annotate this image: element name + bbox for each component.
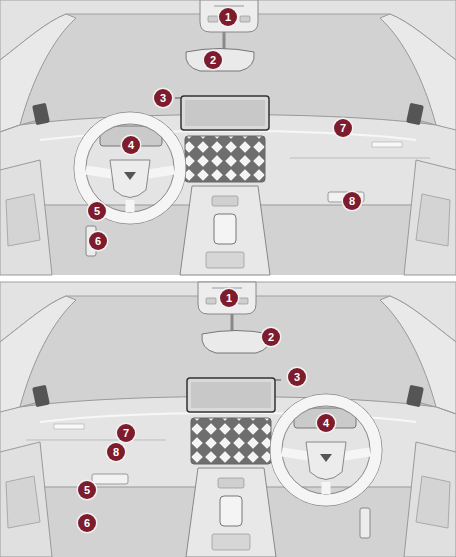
callout-text: 1 bbox=[226, 293, 232, 304]
callout-text: 8 bbox=[349, 196, 355, 207]
callout-number: 6 bbox=[78, 514, 96, 532]
callout-number: 4 bbox=[317, 414, 335, 432]
callout-number: 8 bbox=[343, 192, 361, 210]
callout-number: 7 bbox=[334, 119, 352, 137]
callout-number: 1 bbox=[219, 8, 237, 26]
callout-number: 2 bbox=[262, 328, 280, 346]
left-hand-drive-view bbox=[0, 0, 456, 275]
callout-number: 2 bbox=[204, 51, 222, 69]
callout-number: 3 bbox=[154, 89, 172, 107]
callout-number: 7 bbox=[117, 424, 135, 442]
callout-text: 7 bbox=[123, 428, 129, 439]
callout-text: 5 bbox=[84, 485, 90, 496]
callout-number: 8 bbox=[107, 443, 125, 461]
callout-text: 2 bbox=[210, 55, 216, 66]
callout-text: 6 bbox=[95, 236, 101, 247]
callout-number: 1 bbox=[220, 289, 238, 307]
callout-text: 2 bbox=[268, 332, 274, 343]
callout-text: 5 bbox=[94, 206, 100, 217]
callout-text: 3 bbox=[160, 93, 166, 104]
right-hand-drive-view bbox=[0, 282, 456, 557]
callout-number: 5 bbox=[78, 481, 96, 499]
callout-number: 4 bbox=[122, 136, 140, 154]
callout-text: 4 bbox=[128, 140, 134, 151]
callout-number: 5 bbox=[88, 202, 106, 220]
callout-text: 3 bbox=[294, 372, 300, 383]
callout-text: 4 bbox=[323, 418, 329, 429]
callout-number: 3 bbox=[288, 368, 306, 386]
callout-text: 7 bbox=[340, 123, 346, 134]
callout-text: 6 bbox=[84, 518, 90, 529]
callout-text: 1 bbox=[225, 12, 231, 23]
callout-text: 8 bbox=[113, 447, 119, 458]
callout-number: 6 bbox=[89, 232, 107, 250]
